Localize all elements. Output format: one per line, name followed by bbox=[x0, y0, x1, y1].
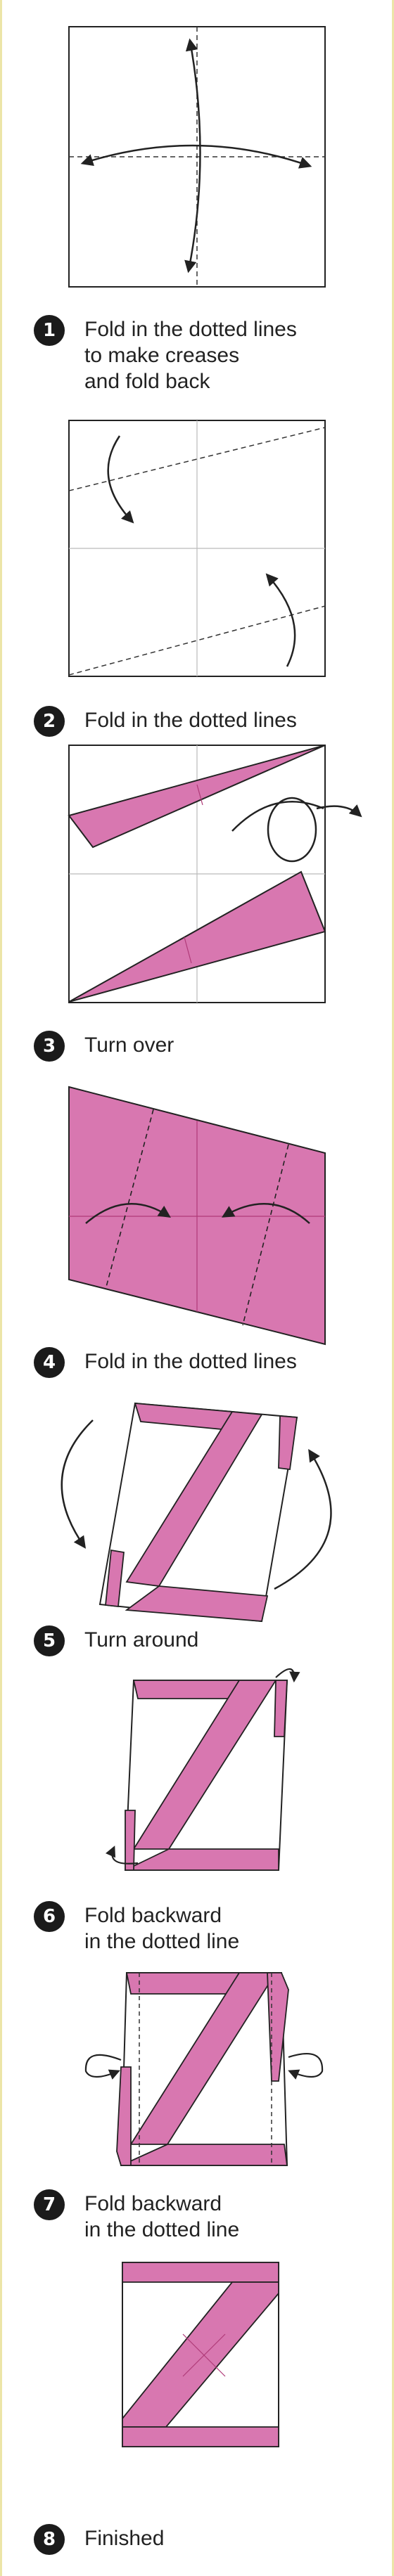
pink-tab-top bbox=[274, 1680, 288, 1737]
diagram-step-7 bbox=[84, 1972, 324, 2166]
pink-flap-bottom bbox=[68, 870, 326, 1003]
pink-tab-bottom bbox=[105, 1549, 125, 1607]
step-instruction: Fold backward in the dotted line bbox=[84, 2192, 240, 2241]
arrow-icon bbox=[184, 38, 201, 273]
arrow-icon bbox=[274, 1449, 332, 1590]
diagram-step-5 bbox=[61, 1402, 332, 1623]
diagram-step-3 bbox=[68, 745, 362, 1003]
diagram-step-4 bbox=[68, 1086, 326, 1346]
step-instruction: Turn around bbox=[84, 1628, 199, 1651]
pink-band-top bbox=[122, 2262, 279, 2283]
crease-line bbox=[184, 936, 192, 964]
step-instruction: Finished bbox=[84, 2527, 165, 2550]
step-instruction: Fold in the dotted lines bbox=[84, 709, 297, 732]
arrow-icon bbox=[105, 1846, 139, 1865]
pink-band-bottom bbox=[125, 1585, 269, 1622]
pink-band-bottom bbox=[122, 2426, 279, 2447]
step-2-caption: 2 Fold in the dotted lines bbox=[34, 706, 386, 737]
pink-flap-top bbox=[68, 745, 326, 849]
arrow-icon bbox=[84, 2054, 122, 2080]
diagram-step-2 bbox=[68, 420, 326, 677]
turn-over-icon bbox=[231, 797, 362, 863]
pink-side-right bbox=[267, 1972, 289, 2082]
diagram-step-6 bbox=[105, 1668, 300, 1871]
step-6-caption: 6 Fold backward in the dotted line bbox=[34, 1901, 386, 1954]
step-5-caption: 5 Turn around bbox=[34, 1625, 386, 1656]
step-number-badge: 5 bbox=[34, 1625, 65, 1656]
fold-line-bottom bbox=[68, 605, 326, 676]
pink-band-top bbox=[125, 1972, 241, 1995]
fold-line-top bbox=[68, 427, 326, 491]
step-number-badge: 1 bbox=[34, 315, 65, 346]
crease-line bbox=[182, 2333, 226, 2377]
arrow-icon bbox=[275, 1668, 300, 1683]
step-number-badge: 4 bbox=[34, 1347, 65, 1378]
step-number-badge: 3 bbox=[34, 1031, 65, 1062]
step-instruction: Turn over bbox=[84, 1033, 174, 1057]
right-border bbox=[392, 0, 394, 2576]
pink-tab-bottom bbox=[125, 1810, 136, 1871]
arrow-icon bbox=[85, 1203, 171, 1224]
pink-band-bottom bbox=[125, 1848, 279, 1871]
step-7-caption: 7 Fold backward in the dotted line bbox=[34, 2189, 386, 2243]
fold-line-right bbox=[242, 1144, 289, 1326]
arrow-icon bbox=[107, 435, 134, 524]
arrow-icon bbox=[221, 1203, 310, 1224]
step-number-badge: 2 bbox=[34, 706, 65, 737]
step-instruction: Fold in the dotted lines bbox=[84, 1350, 297, 1373]
pink-band-top bbox=[132, 1680, 241, 1699]
pink-side-left bbox=[116, 2066, 132, 2166]
step-8-caption: 8 Finished bbox=[34, 2524, 386, 2555]
crease-line bbox=[196, 784, 203, 806]
arrow-icon bbox=[265, 573, 296, 667]
pink-band-bottom bbox=[120, 2144, 288, 2166]
step-instruction: Fold backward in the dotted line bbox=[84, 1904, 240, 1953]
fold-line-left bbox=[105, 1109, 154, 1290]
step-1-caption: 1 Fold in the dotted lines to make creas… bbox=[34, 315, 386, 394]
arrow-icon bbox=[288, 2053, 324, 2080]
diagram-step-8 bbox=[122, 2262, 279, 2447]
step-number-badge: 6 bbox=[34, 1901, 65, 1932]
step-4-caption: 4 Fold in the dotted lines bbox=[34, 1347, 386, 1378]
step-number-badge: 7 bbox=[34, 2189, 65, 2220]
left-border bbox=[0, 0, 2, 2576]
arrow-icon bbox=[61, 1419, 94, 1549]
pink-tab-top bbox=[278, 1415, 298, 1471]
step-number-badge: 8 bbox=[34, 2524, 65, 2555]
step-3-caption: 3 Turn over bbox=[34, 1031, 386, 1062]
step-instruction: Fold in the dotted lines to make creases… bbox=[84, 318, 297, 393]
diagram-step-1 bbox=[68, 26, 326, 288]
